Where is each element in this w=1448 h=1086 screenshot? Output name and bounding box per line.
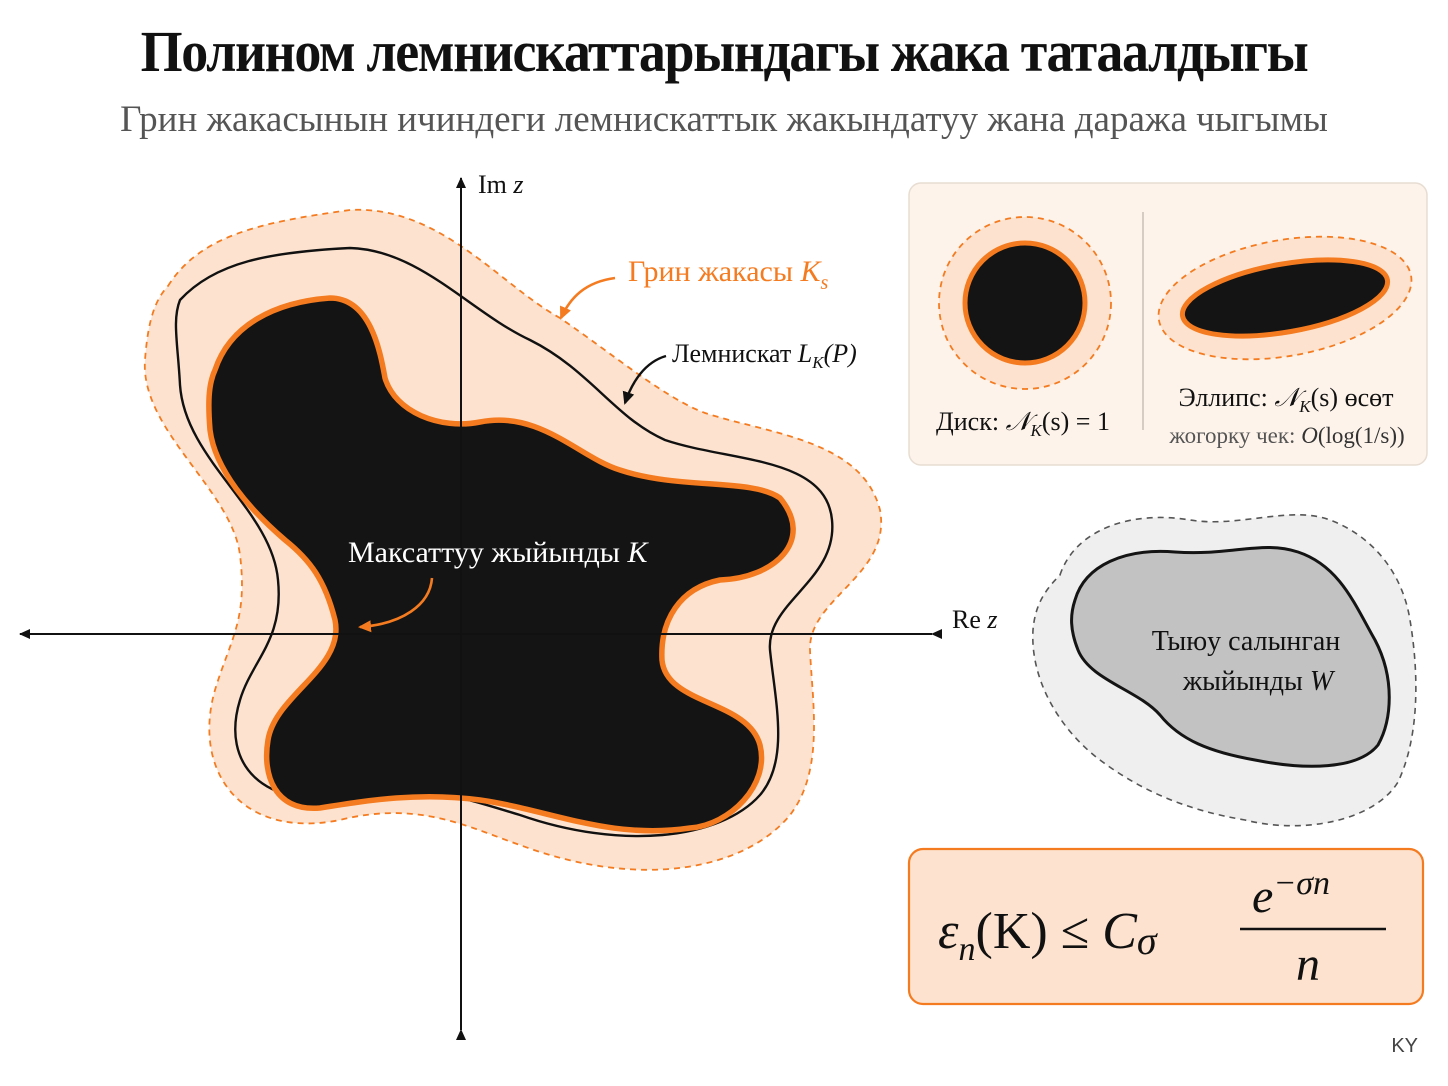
forbidden-label-line1: Тыюу салынган <box>1152 626 1341 657</box>
forbidden-set-W <box>1070 546 1391 768</box>
lemniscate-curve <box>174 246 834 838</box>
im-axis-label: Im z <box>478 170 524 199</box>
formula-lhs: εn(K) ≤ Cσ <box>938 903 1158 968</box>
disk-caption: Диск: 𝒩K(s) = 1 <box>936 407 1110 440</box>
lemniscate-arrow <box>622 354 667 405</box>
page-subtitle: Грин жакасынын ичиндеги лемнискаттык жак… <box>120 99 1328 140</box>
corner-mark: KY <box>1391 1035 1418 1057</box>
forbidden-label-line2: жыйынды W <box>1182 666 1336 697</box>
target-set-label: Максаттуу жыйынды K <box>348 536 649 569</box>
re-axis-label: Re z <box>952 605 998 634</box>
target-set-arrow <box>358 577 434 633</box>
ellipse-caption: Эллипс: 𝒩K(s) өсөт <box>1179 383 1394 416</box>
page-title: Полином лемнискаттарындагы жака татаалды… <box>140 19 1309 84</box>
formula-numerator: e−σn <box>1252 865 1330 923</box>
ellipse-set <box>1179 257 1391 339</box>
formula-denominator: n <box>1296 938 1320 991</box>
disk-set <box>962 240 1088 366</box>
formula-box <box>907 847 1425 1006</box>
green-collar-arrow <box>559 276 616 320</box>
ellipse-upper-bound: жогорку чек: O(log(1/s)) <box>1168 423 1404 448</box>
lemniscate-label: Лемнискат LK(P) <box>672 339 857 372</box>
green-collar-label: Грин жакасы Ks <box>628 255 829 294</box>
